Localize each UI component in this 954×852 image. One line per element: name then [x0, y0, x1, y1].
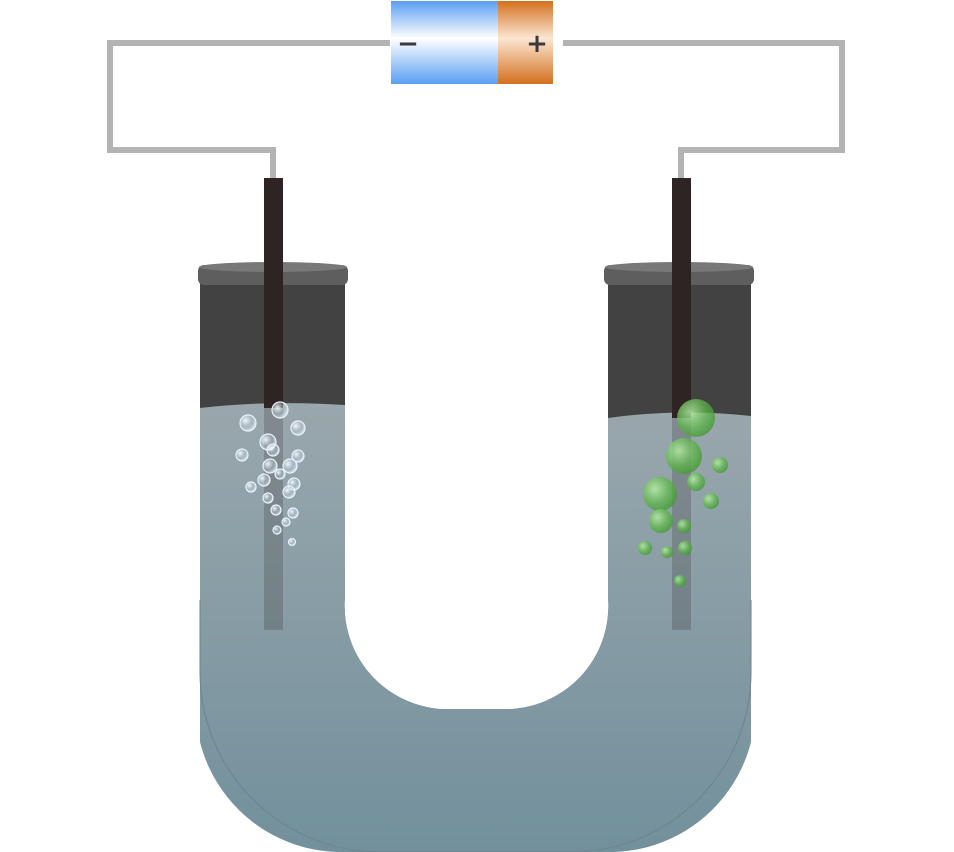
electrolyte-solution: [200, 403, 751, 852]
anode-gas-bubbles: [638, 399, 728, 587]
battery-negative-label: −: [397, 29, 419, 59]
wire-right: [563, 40, 845, 180]
battery-positive-end: [498, 1, 553, 84]
battery-positive-label: +: [526, 29, 548, 59]
battery-negative-end: [391, 1, 498, 84]
cathode-gas-bubbles: [235, 401, 306, 547]
battery: − +: [391, 1, 553, 84]
wire-left: [107, 40, 390, 180]
